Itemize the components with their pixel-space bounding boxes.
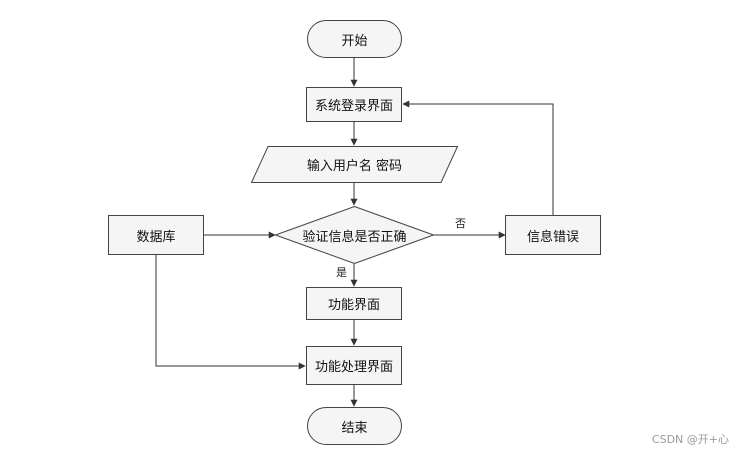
verify-node: 验证信息是否正确 (275, 206, 434, 264)
input-label: 输入用户名 密码 (306, 159, 403, 174)
start-label: 开始 (341, 33, 368, 49)
login-label: 系统登录界面 (314, 99, 393, 114)
edge-label-no: 否 (455, 217, 466, 230)
function-ui-node: 功能界面 (306, 287, 402, 320)
verify-label: 验证信息是否正确 (302, 229, 407, 245)
process-ui-label: 功能处理界面 (314, 360, 393, 375)
start-node: 开始 (307, 20, 402, 58)
database-node: 数据库 (108, 215, 204, 255)
verify-diamond (275, 206, 434, 264)
input-node: 输入用户名 密码 (251, 146, 458, 183)
function-ui-label: 功能界面 (327, 298, 380, 313)
database-label: 数据库 (136, 229, 176, 245)
error-label: 信息错误 (526, 229, 579, 245)
input-parallelogram (251, 146, 458, 183)
edge-error-to-login (402, 100, 554, 215)
login-node: 系统登录界面 (306, 87, 402, 122)
watermark-text: CSDN @开+心 (651, 433, 729, 446)
edge-database-to-process (155, 255, 306, 370)
end-node: 结束 (307, 407, 402, 445)
end-label: 结束 (341, 420, 368, 436)
edge-label-yes: 是 (336, 266, 347, 279)
error-node: 信息错误 (505, 215, 601, 255)
process-ui-node: 功能处理界面 (306, 346, 402, 385)
